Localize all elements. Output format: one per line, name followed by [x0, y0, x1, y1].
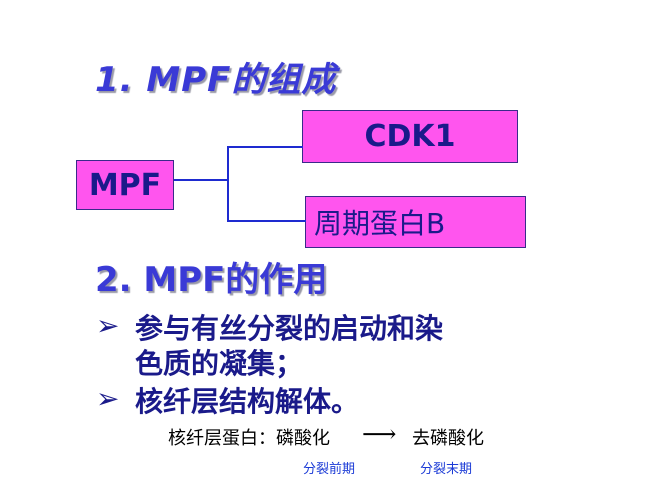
bullet-2-line-1: 核纤层结构解体。 — [135, 385, 360, 418]
label-prophase: 分裂前期 — [303, 462, 356, 477]
connector-root — [174, 179, 228, 181]
label-telophase: 分裂末期 — [420, 462, 473, 477]
bullet-1-line-2: 色质的凝集； — [135, 347, 304, 380]
cdk1-box: CDK1 — [302, 110, 518, 163]
mpf-box: MPF — [76, 160, 174, 210]
section-2-title: 2. MPF的作用 — [95, 260, 328, 300]
connector-vertical — [227, 146, 229, 222]
note-suffix: 去磷酸化 — [412, 428, 484, 449]
right-arrow-icon: ⟶ — [362, 420, 397, 448]
section-1-title: 1. MPF的组成 — [95, 60, 337, 100]
connector-top — [227, 146, 303, 148]
cyclin-b-box: 周期蛋白B — [305, 196, 526, 248]
bullet-arrow-icon: ➢ — [96, 309, 120, 342]
connector-bottom — [227, 220, 306, 222]
bullet-arrow-icon: ➢ — [96, 382, 120, 415]
bullet-1-line-1: 参与有丝分裂的启动和染 — [135, 312, 444, 345]
note-prefix: 核纤层蛋白：磷酸化 — [168, 428, 330, 449]
